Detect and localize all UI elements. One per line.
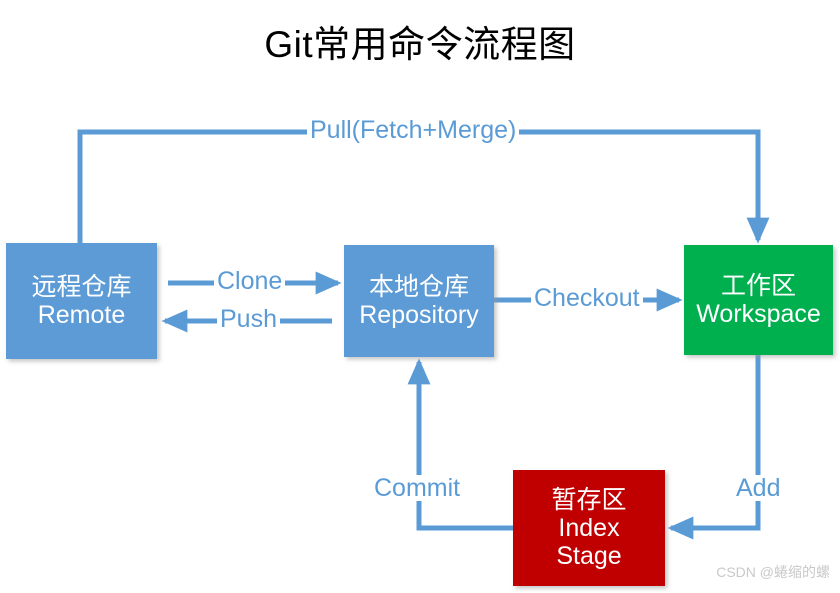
edge-commit-path (407, 358, 513, 531)
edge-label-clone: Clone (214, 268, 286, 294)
edge-add-path (667, 355, 761, 540)
edge-label-push: Push (217, 306, 280, 332)
csdn-watermark: CSDN @蜷缩的螺 (716, 564, 830, 580)
edge-label-commit: Commit (371, 475, 464, 501)
edge-label-pull: Pull(Fetch+Merge) (307, 117, 520, 143)
edge-label-add: Add (733, 475, 784, 501)
index-stage-box[interactable] (513, 470, 665, 586)
remote-repository-box[interactable] (6, 243, 157, 359)
local-repository-box[interactable] (344, 245, 494, 357)
edge-label-checkout: Checkout (531, 285, 643, 311)
workspace-box[interactable] (684, 245, 833, 355)
edge-pull-path (77, 129, 770, 244)
page-title: Git常用命令流程图 (264, 24, 576, 65)
